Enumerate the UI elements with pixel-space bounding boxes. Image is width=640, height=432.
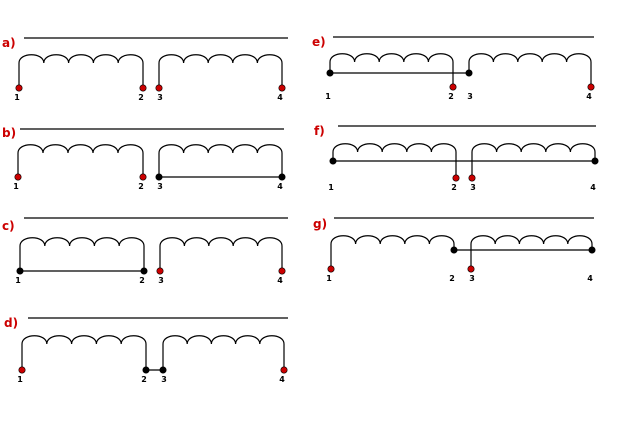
terminal-label-b-2: 2 [138,182,144,191]
terminal-label-e-1: 1 [325,92,331,101]
panel-label-e: e) [312,35,326,49]
terminal-label-e-2: 2 [448,92,454,101]
terminal-label-c-4: 4 [277,276,283,285]
panel-label-f: f) [314,124,325,138]
terminal-dot-b-3 [155,173,163,181]
terminal-dot-g-3 [467,265,475,273]
terminal-dot-a-1 [15,84,23,92]
terminal-label-g-2: 2 [449,274,455,283]
panel-label-g: g) [313,217,327,231]
terminal-label-a-3: 3 [157,93,163,102]
terminal-dot-e-2 [449,83,457,91]
terminal-dot-c-1 [16,267,24,275]
winding-2-e [468,53,592,63]
terminal-label-f-1: 1 [328,183,334,192]
terminal-label-a-4: 4 [277,93,283,102]
terminal-dot-g-1 [327,265,335,273]
terminal-label-d-3: 3 [161,375,167,384]
winding-1-d [21,335,147,345]
winding-1-f [332,143,457,153]
panel-label-b: b) [2,126,16,140]
terminal-dot-d-3 [159,366,167,374]
terminal-label-c-1: 1 [15,276,21,285]
terminal-dot-e-3 [465,69,473,77]
winding-2-b [158,144,283,154]
terminal-label-g-4: 4 [587,274,593,283]
terminal-label-f-3: 3 [470,183,476,192]
terminal-dot-c-3 [156,267,164,275]
terminal-dot-a-3 [155,84,163,92]
terminal-dot-b-2 [139,173,147,181]
terminal-dot-f-4 [591,157,599,165]
terminal-dot-a-2 [139,84,147,92]
terminal-label-d-4: 4 [279,375,285,384]
panel-label-c: c) [2,219,15,233]
terminal-dot-f-2 [452,174,460,182]
winding-2-a [158,54,283,64]
winding-2-c [159,237,283,247]
panel-label-a: a) [2,36,16,50]
terminal-label-d-2: 2 [141,375,147,384]
winding-2-g [470,235,593,245]
terminal-dot-c-2 [140,267,148,275]
terminal-label-e-4: 4 [586,92,592,101]
terminal-label-d-1: 1 [17,375,23,384]
terminal-dot-g-4 [588,246,596,254]
winding-1-c [19,237,145,247]
terminal-dot-b-4 [278,173,286,181]
terminal-label-b-4: 4 [277,182,283,191]
terminal-dot-d-2 [142,366,150,374]
terminal-label-f-2: 2 [451,183,457,192]
terminal-dot-a-4 [278,84,286,92]
terminal-label-f-4: 4 [590,183,596,192]
terminal-label-b-1: 1 [13,182,19,191]
terminal-label-c-2: 2 [139,276,145,285]
terminal-dot-d-4 [280,366,288,374]
winding-1-e [329,53,454,63]
terminal-dot-c-4 [278,267,286,275]
terminal-dot-e-4 [587,83,595,91]
terminal-label-c-3: 3 [158,276,164,285]
winding-1-b [17,144,144,154]
panel-label-d: d) [4,316,18,330]
terminal-label-a-1: 1 [14,93,20,102]
terminal-dot-d-1 [18,366,26,374]
terminal-dot-f-3 [468,174,476,182]
terminal-label-b-3: 3 [157,182,163,191]
winding-1-a [18,54,144,64]
terminal-dot-b-1 [14,173,22,181]
terminal-label-a-2: 2 [138,93,144,102]
terminal-label-g-1: 1 [326,274,332,283]
terminal-dot-g-2 [450,246,458,254]
winding-2-f [471,143,596,153]
winding-1-g [330,235,455,245]
terminal-label-e-3: 3 [467,92,473,101]
terminal-dot-e-1 [326,69,334,77]
terminal-dot-f-1 [329,157,337,165]
winding-2-d [162,335,285,345]
terminal-label-g-3: 3 [469,274,475,283]
